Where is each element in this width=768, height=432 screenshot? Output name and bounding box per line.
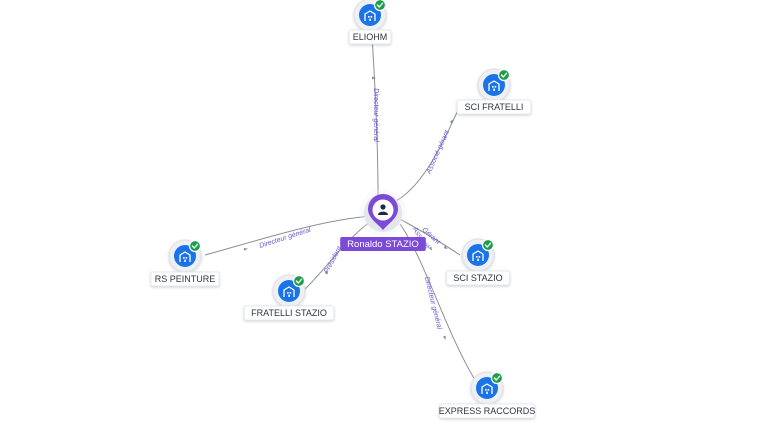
edge-arrow xyxy=(324,270,329,275)
verified-check-icon xyxy=(497,68,511,82)
company-name: FRATELLI STAZIO xyxy=(251,308,327,318)
verified-check-icon xyxy=(188,239,202,253)
relation-label: Directeur général xyxy=(258,227,312,250)
relation-label: Directeur général xyxy=(423,276,443,330)
company-building-icon xyxy=(359,4,381,26)
company-name: ELIOHM xyxy=(353,32,388,42)
person-node[interactable]: Ronaldo STAZIO xyxy=(340,189,426,251)
company-node-sci-fratelli[interactable]: SCI FRATELLI xyxy=(456,68,532,115)
edge-eliohm xyxy=(371,35,379,196)
relation-label: Associé-gérant xyxy=(425,128,451,175)
company-name: SCI STAZIO xyxy=(453,273,502,283)
edge-rs-peinture xyxy=(204,215,373,256)
edge-fratelli-stazio xyxy=(304,221,371,290)
edge-arrow xyxy=(372,76,376,80)
company-node-eliohm[interactable]: ELIOHM xyxy=(348,0,392,45)
person-icon xyxy=(378,204,388,215)
company-name: SCI FRATELLI xyxy=(465,102,524,112)
verified-check-icon xyxy=(481,238,495,252)
company-node-express-raccords[interactable]: EXPRESS RACCORDS xyxy=(439,371,536,419)
company-building-icon xyxy=(476,377,498,399)
verified-check-icon xyxy=(292,274,306,288)
edge-arrow xyxy=(442,335,446,340)
edge-arrow xyxy=(449,119,453,124)
person-name: Ronaldo STAZIO xyxy=(347,239,419,250)
verified-check-icon xyxy=(490,371,504,385)
edge-arrow xyxy=(443,245,448,250)
edge-arrow xyxy=(428,246,432,251)
edge-arrow xyxy=(243,247,248,251)
company-node-fratelli-stazio[interactable]: FRATELLI STAZIO xyxy=(243,274,335,321)
company-node-sci-stazio[interactable]: SCI STAZIO xyxy=(446,238,510,286)
edge-sci-fratelli xyxy=(391,109,459,204)
company-name: RS PEINTURE xyxy=(155,274,216,284)
company-building-icon xyxy=(174,245,196,267)
company-name: EXPRESS RACCORDS xyxy=(439,406,536,416)
company-building-icon xyxy=(278,280,300,302)
relation-label: Directeur général xyxy=(372,88,379,142)
company-building-icon xyxy=(467,244,489,266)
verified-check-icon xyxy=(373,0,387,12)
company-building-icon xyxy=(483,74,505,96)
company-node-rs-peinture[interactable]: RS PEINTURE xyxy=(150,239,220,287)
